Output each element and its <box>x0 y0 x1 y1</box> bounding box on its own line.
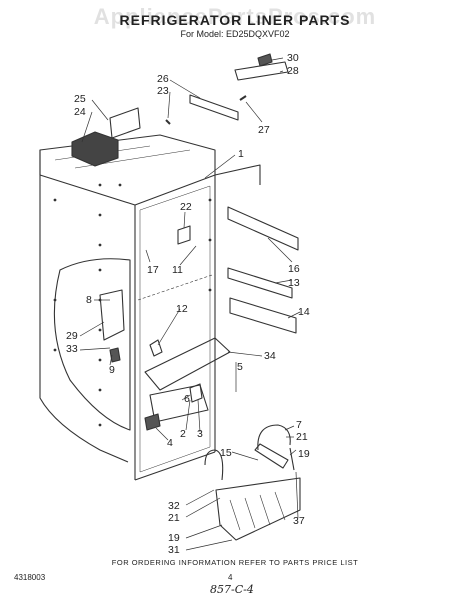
small-parts <box>99 225 209 431</box>
callout-22: 22 <box>180 201 192 213</box>
document-number: 4318003 <box>14 573 46 582</box>
callout-8: 8 <box>86 294 92 306</box>
callout-5: 5 <box>237 361 243 373</box>
callout-25: 25 <box>74 93 86 105</box>
callout-30: 30 <box>287 52 299 64</box>
callout-27: 27 <box>258 124 270 136</box>
ordering-note: FOR ORDERING INFORMATION REFER TO PARTS … <box>111 558 359 567</box>
callout-16: 16 <box>288 263 300 275</box>
callout-7: 7 <box>296 419 302 431</box>
callout-6: 6 <box>184 393 190 405</box>
callout-31: 31 <box>168 544 180 556</box>
callout-32: 32 <box>168 500 180 512</box>
control-housing <box>71 107 141 167</box>
page-number: 4 <box>228 573 233 582</box>
callout-26: 26 <box>157 73 169 85</box>
callout-9: 9 <box>109 364 115 376</box>
drain-tube-assembly <box>204 424 301 541</box>
callout-19: 19 <box>298 448 310 460</box>
watermark: AppliancePartsPros.com <box>93 4 377 29</box>
callout-29: 29 <box>66 330 78 342</box>
callout-28: 28 <box>287 65 299 77</box>
top-rails <box>165 53 289 125</box>
leader-lines <box>79 57 301 551</box>
callout-2: 2 <box>180 428 186 440</box>
callout-21: 21 <box>296 431 308 443</box>
callout-33: 33 <box>66 343 78 355</box>
callout-4: 4 <box>167 437 173 449</box>
callout-19-lower: 19 <box>168 532 180 544</box>
handwritten-note: 857-C-4 <box>210 583 254 596</box>
callout-13: 13 <box>288 277 300 289</box>
callouts: 30 28 26 23 27 25 24 1 22 17 11 16 13 14… <box>66 52 310 556</box>
callout-14: 14 <box>298 306 310 318</box>
callout-3: 3 <box>197 428 203 440</box>
callout-24: 24 <box>74 106 86 118</box>
page-title: REFRIGERATOR LINER PARTS <box>119 12 351 28</box>
crisper-cover <box>144 337 231 391</box>
callout-23: 23 <box>157 85 169 97</box>
callout-21-lower: 21 <box>168 512 180 524</box>
callout-12: 12 <box>176 303 188 315</box>
callout-34: 34 <box>264 350 276 362</box>
callout-1: 1 <box>238 148 244 160</box>
model-line: For Model: ED25DQXVF02 <box>180 29 290 39</box>
callout-11: 11 <box>172 264 183 276</box>
shelf-supports <box>227 206 299 334</box>
callout-37: 37 <box>293 515 305 527</box>
callout-17: 17 <box>147 264 159 276</box>
callout-15: 15 <box>220 447 232 459</box>
